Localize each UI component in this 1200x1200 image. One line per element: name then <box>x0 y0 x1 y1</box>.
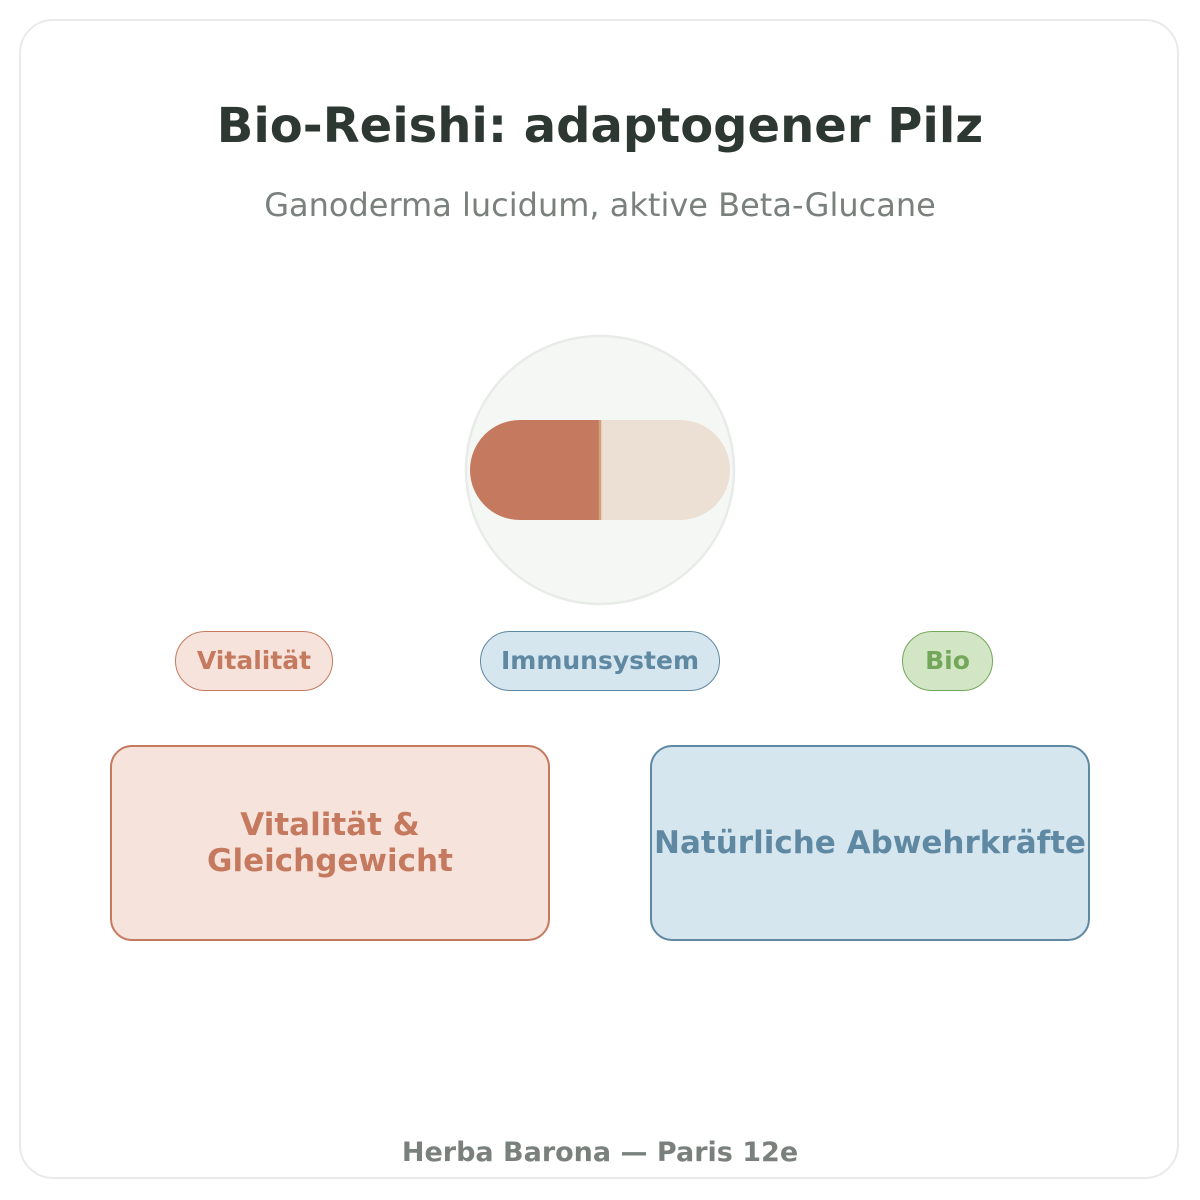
page-subtitle: Ganoderma lucidum, aktive Beta-Glucane <box>264 186 936 224</box>
benefit-box-vitality: Vitalität & Gleichgewicht <box>110 745 550 941</box>
benefit-label-defenses: Natürliche Abwehrkräfte <box>654 825 1086 861</box>
badge-immune-system: Immunsystem <box>480 631 720 691</box>
footer-brand: Herba Barona — Paris 12e <box>401 1137 799 1168</box>
badge-vitality: Vitalität <box>175 631 333 691</box>
benefit-label-vitality: Vitalität & Gleichgewicht <box>207 807 453 879</box>
badge-bio: Bio <box>902 631 993 691</box>
capsule-icon <box>464 334 736 606</box>
capsule-left-half <box>470 420 600 520</box>
capsule-right-half <box>600 420 730 520</box>
benefit-box-defenses: Natürliche Abwehrkräfte <box>650 745 1090 941</box>
page-title: Bio-Reishi: adaptogener Pilz <box>216 98 984 154</box>
